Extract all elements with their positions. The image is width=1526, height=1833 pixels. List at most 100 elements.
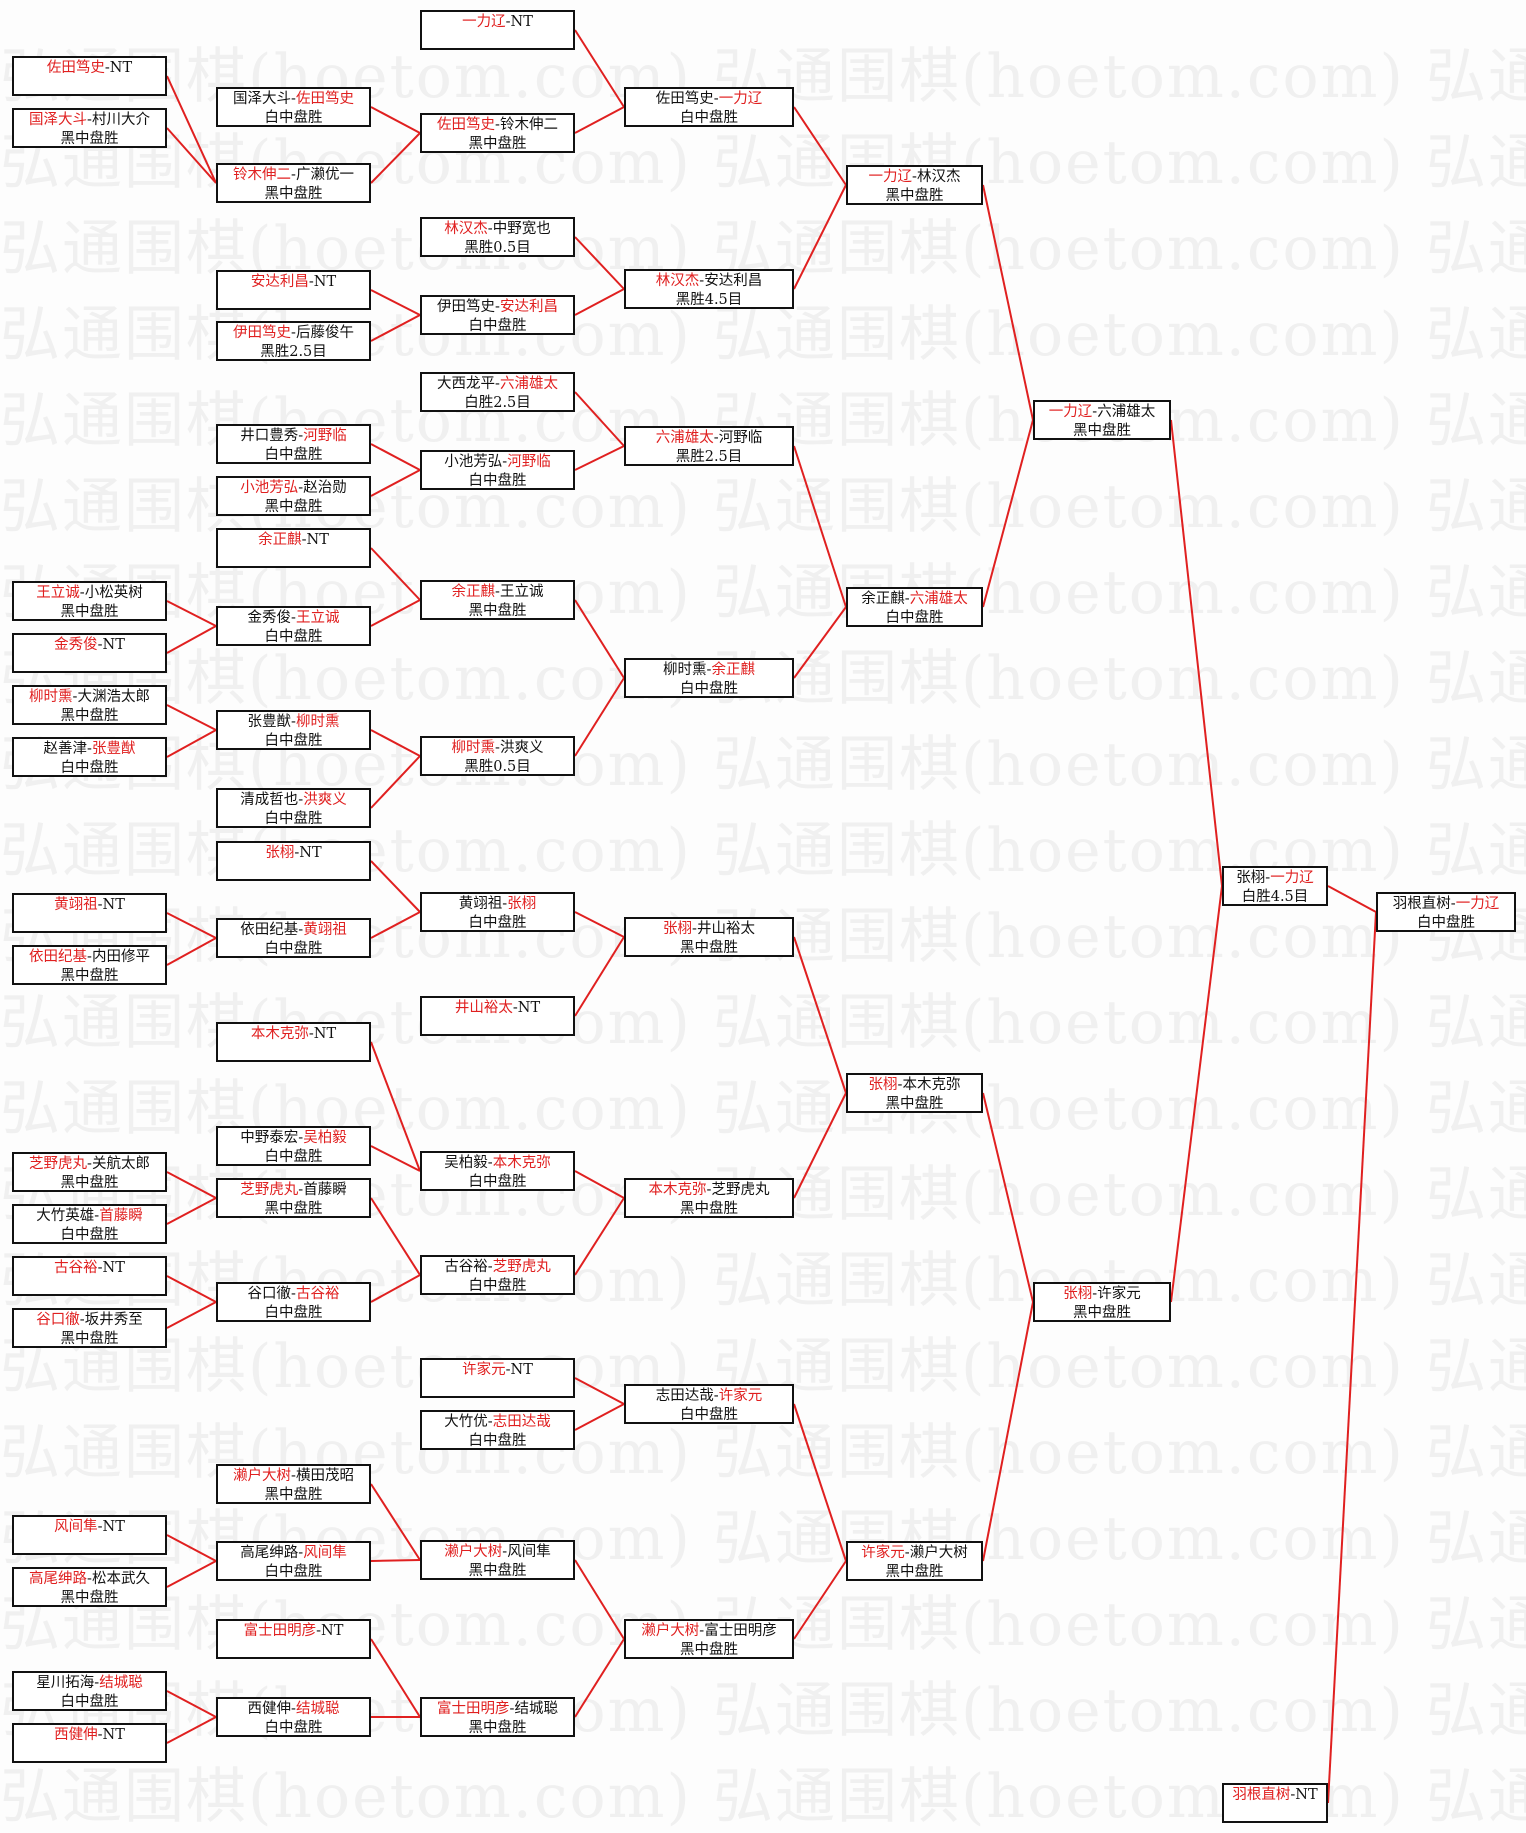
match-box: 王立诚-小松英树黑中盘胜 [12, 581, 167, 621]
match-players: 黄翊祖-NT [14, 896, 165, 915]
separator: - [97, 1260, 103, 1276]
bracket-connector [370, 1145, 421, 1172]
player-white: 芝野虎丸 [492, 1259, 551, 1275]
match-result: 黑中盘胜 [264, 499, 323, 515]
match-result: 黑胜0.5目 [464, 240, 531, 256]
player-black: 安达利昌 [250, 274, 309, 290]
match-result: 白中盘胜 [264, 1720, 323, 1736]
bracket-connector [166, 1534, 217, 1562]
player-black: 富士田明彦 [243, 1623, 317, 1639]
player-white: 洪爽义 [499, 740, 544, 756]
match-box: 佐田笃史-铃木伸二黑中盘胜 [420, 113, 575, 153]
match-result: 白中盘胜 [680, 110, 738, 126]
match-box: 小池芳弘-赵治勋黑中盘胜 [216, 476, 371, 516]
separator: - [706, 662, 712, 678]
match-players: 张栩-本木克弥 [848, 1076, 981, 1095]
player-black: 一力辽 [1048, 404, 1093, 420]
match-result: 白中盘胜 [264, 811, 323, 827]
player-black: 依田纪基 [29, 949, 88, 965]
separator: - [97, 637, 103, 653]
bracket-connector [166, 1197, 217, 1225]
match-box: 井口豊秀-河野临白中盘胜 [216, 424, 371, 464]
player-black: 柳时熏 [451, 740, 496, 756]
match-players: 许家元-濑户大树 [848, 1544, 981, 1563]
player-black: 芝野虎丸 [240, 1182, 299, 1198]
match-players: 张栩-井山裕太 [626, 920, 792, 939]
bracket-connector [982, 184, 1034, 421]
player-white: 风间隼 [507, 1544, 551, 1560]
separator: - [487, 1155, 493, 1171]
match-box: 张栩-井山裕太黑中盘胜 [624, 917, 794, 957]
match-players: 志田达哉-许家元 [626, 1387, 792, 1406]
separator: - [291, 1286, 296, 1302]
match-players: 一力辽-六浦雄太 [1035, 403, 1169, 422]
match-box: 富士田明彦-结城聪黑中盘胜 [420, 1697, 575, 1737]
match-result: 白中盘胜 [264, 110, 323, 126]
separator: - [706, 1182, 712, 1198]
separator: - [72, 689, 78, 705]
player-black: 铃木伸二 [233, 167, 292, 183]
bracket-connector [370, 1483, 421, 1561]
match-players: 大竹英雄-首藤瞬 [14, 1207, 165, 1226]
match-players: 濑户大树-横田茂昭 [218, 1467, 369, 1486]
match-players: 余正麒-NT [218, 531, 369, 550]
bracket-connector [166, 1171, 217, 1199]
match-box: 高尾绅路-松本武久黑中盘胜 [12, 1567, 167, 1607]
match-players: 铃木伸二-广濑优一 [218, 166, 369, 185]
match-players: 林汉杰-安达利昌 [626, 272, 792, 291]
match-box: 柳时熏-洪爽义黑胜0.5目 [420, 736, 575, 776]
bracket-connector [574, 1197, 625, 1276]
player-black: 西健伸 [54, 1727, 98, 1743]
player-black: 本木克弥 [250, 1026, 309, 1042]
match-box: 伊田笃史-后藤俊午黑胜2.5目 [216, 321, 371, 361]
player-black: 六浦雄太 [655, 430, 714, 446]
bracket-connector [370, 729, 421, 757]
match-players: 西健伸-NT [14, 1726, 165, 1745]
separator: - [291, 610, 296, 626]
player-white: 内田修平 [91, 949, 150, 965]
match-box: 大竹英雄-首藤瞬白中盘胜 [12, 1204, 167, 1244]
match-box: 许家元-濑户大树黑中盘胜 [846, 1541, 983, 1581]
player-white: 古谷裕 [295, 1286, 340, 1302]
player-black: 井口豊秀 [240, 428, 299, 444]
match-players: 安达利昌-NT [218, 273, 369, 292]
player-black: 大竹英雄 [36, 1208, 95, 1224]
player-white: 大渊浩太郎 [77, 689, 150, 705]
match-result: 黑胜2.5目 [260, 344, 327, 360]
separator: - [97, 1727, 103, 1743]
bracket-connector [793, 106, 847, 186]
match-box: 吴柏毅-本木克弥白中盘胜 [420, 1151, 575, 1191]
player-black: 富士田明彦 [437, 1701, 510, 1717]
match-result: 白中盘胜 [60, 760, 119, 776]
player-black: 谷口徹 [247, 1286, 292, 1302]
bracket-connector [574, 236, 625, 290]
match-result: 黑中盘胜 [264, 1201, 323, 1217]
match-box: 大西龙平-六浦雄太白胜2.5目 [420, 372, 575, 412]
player-white: NT [299, 845, 322, 861]
player-black: 羽根直树 [1392, 896, 1451, 912]
match-players: 富士田明彦-结城聪 [422, 1700, 573, 1719]
bracket-connector [370, 1559, 421, 1562]
match-players: 羽根直树-一力辽 [1378, 895, 1514, 914]
player-white: 吴柏毅 [303, 1130, 347, 1146]
separator: - [897, 1077, 903, 1093]
match-result: 白胜4.5目 [1241, 889, 1309, 905]
player-black: 濑户大树 [641, 1623, 700, 1639]
player-black: 柳时熏 [663, 662, 707, 678]
player-white: 铃木伸二 [499, 117, 558, 133]
match-players: 古谷裕-NT [14, 1259, 165, 1278]
player-white: 林汉杰 [916, 169, 961, 185]
match-players: 佐田笃史-NT [14, 59, 165, 78]
player-black: 张栩 [1236, 870, 1266, 886]
bracket-connector [166, 1275, 217, 1303]
match-players: 柳时熏-洪爽义 [422, 739, 573, 758]
separator: - [87, 1571, 92, 1587]
bracket-connector [166, 1301, 217, 1329]
bracket-connector [574, 106, 625, 134]
bracket-connector [370, 443, 421, 471]
player-black: 国泽大斗 [29, 112, 88, 128]
player-white: 许家元 [1097, 1286, 1141, 1302]
match-result: 白中盘胜 [1417, 915, 1475, 931]
bracket-connector [574, 1403, 625, 1431]
